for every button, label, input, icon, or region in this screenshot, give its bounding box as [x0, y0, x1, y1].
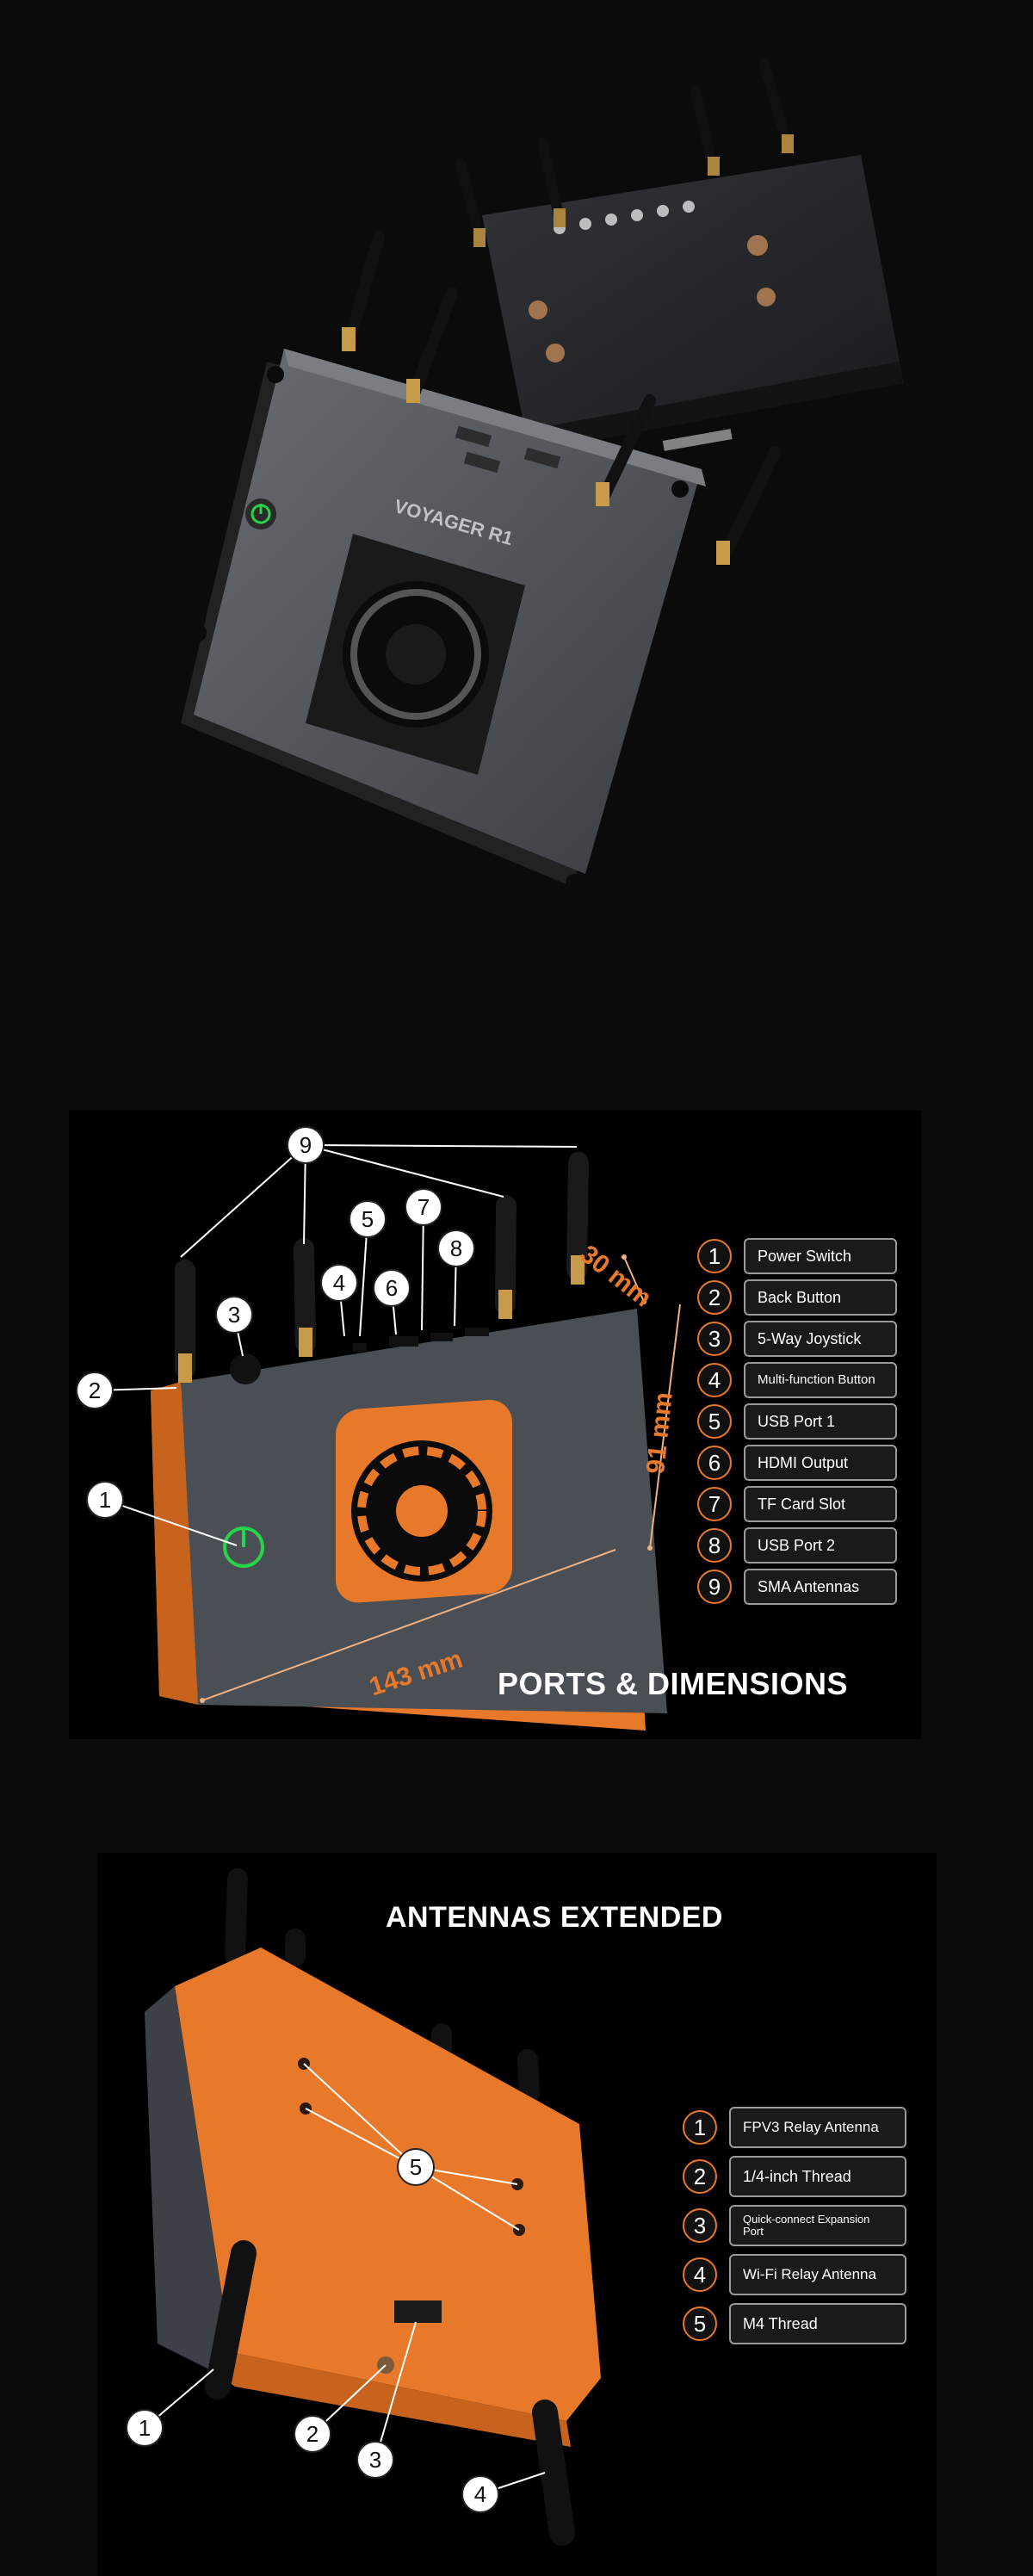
legend-label: USB Port 2: [744, 1527, 897, 1564]
legend-item: 5 M4 Thread: [683, 2303, 906, 2344]
callout-6: 6: [373, 1269, 411, 1307]
callout-4: 4: [461, 2475, 499, 2513]
legend-label: Wi-Fi Relay Antenna: [729, 2254, 906, 2295]
legend-number: 2: [697, 1280, 732, 1315]
callout-3: 3: [356, 2441, 394, 2479]
legend-item: 7 TF Card Slot: [697, 1486, 897, 1522]
legend-number: 3: [697, 1322, 732, 1356]
ports-title: PORTS & DIMENSIONS: [498, 1666, 849, 1701]
legend-item: 9 SMA Antennas: [697, 1569, 897, 1605]
callout-5: 5: [397, 2148, 435, 2186]
antennas-title: ANTENNAS EXTENDED: [386, 1901, 723, 1934]
front-device: [181, 231, 781, 891]
callout-3: 3: [215, 1296, 253, 1334]
legend-label: 1/4-inch Thread: [729, 2156, 906, 2197]
legend-item: 6 HDMI Output: [697, 1445, 897, 1481]
legend-label: Multi-function Button: [744, 1362, 897, 1398]
legend-label: USB Port 1: [744, 1403, 897, 1440]
back-device: [455, 59, 904, 452]
callout-2: 2: [294, 2415, 331, 2453]
ports-device-illustration: [94, 1144, 681, 1731]
legend-item: 3 5-Way Joystick: [697, 1321, 897, 1357]
legend-number: 5: [683, 2307, 717, 2341]
legend-item: 2 1/4-inch Thread: [683, 2156, 906, 2197]
legend-number: 1: [697, 1239, 732, 1273]
callout-4: 4: [320, 1264, 358, 1302]
legend-item: 3 Quick-connect Expansion Port: [683, 2205, 906, 2246]
legend-label: Quick-connect Expansion Port: [729, 2205, 906, 2246]
legend-label: FPV3 Relay Antenna: [729, 2107, 906, 2148]
legend-label: Back Button: [744, 1279, 897, 1316]
legend-number: 4: [683, 2257, 717, 2292]
legend-item: 1 FPV3 Relay Antenna: [683, 2107, 906, 2148]
legend-number: 2: [683, 2159, 717, 2194]
callout-5: 5: [349, 1200, 387, 1238]
legend-number: 1: [683, 2110, 717, 2145]
legend-label: Power Switch: [744, 1238, 897, 1274]
callout-9: 9: [287, 1126, 325, 1164]
legend-item: 1 Power Switch: [697, 1238, 897, 1274]
legend-number: 7: [697, 1487, 732, 1521]
legend-item: 2 Back Button: [697, 1279, 897, 1316]
legend-number: 6: [697, 1446, 732, 1480]
callout-2: 2: [76, 1372, 114, 1409]
fan-icon: [336, 1399, 512, 1603]
legend-item: 4 Wi-Fi Relay Antenna: [683, 2254, 906, 2295]
legend-number: 8: [697, 1528, 732, 1563]
antennas-panel: ANTENNAS EXTENDED 5 1 2: [97, 1853, 937, 2576]
callout-7: 7: [405, 1188, 442, 1226]
legend-label: M4 Thread: [729, 2303, 906, 2344]
callout-8: 8: [437, 1229, 475, 1267]
legend-label: SMA Antennas: [744, 1569, 897, 1605]
legend-label: 5-Way Joystick: [744, 1321, 897, 1357]
callout-1: 1: [126, 2409, 164, 2447]
ports-panel: 1 2 3 4 5 6 7 8 9 30 mm 91 mm 143 mm POR…: [69, 1111, 921, 1739]
callout-1: 1: [86, 1481, 124, 1519]
fan-icon: [306, 534, 525, 775]
legend-number: 4: [697, 1363, 732, 1397]
legend-item: 8 USB Port 2: [697, 1527, 897, 1564]
legend-item: 5 USB Port 1: [697, 1403, 897, 1440]
legend-label: HDMI Output: [744, 1445, 897, 1481]
legend-item: 4 Multi-function Button: [697, 1362, 897, 1398]
power-icon: [223, 1526, 264, 1568]
hero-device-illustration: [181, 59, 904, 891]
legend-number: 3: [683, 2208, 717, 2243]
antennas-device-illustration: [144, 1868, 601, 2546]
hero-section: VOYAGER R1: [0, 0, 1033, 1033]
legend-label: TF Card Slot: [744, 1486, 897, 1522]
legend-number: 9: [697, 1570, 732, 1604]
legend-number: 5: [697, 1404, 732, 1439]
